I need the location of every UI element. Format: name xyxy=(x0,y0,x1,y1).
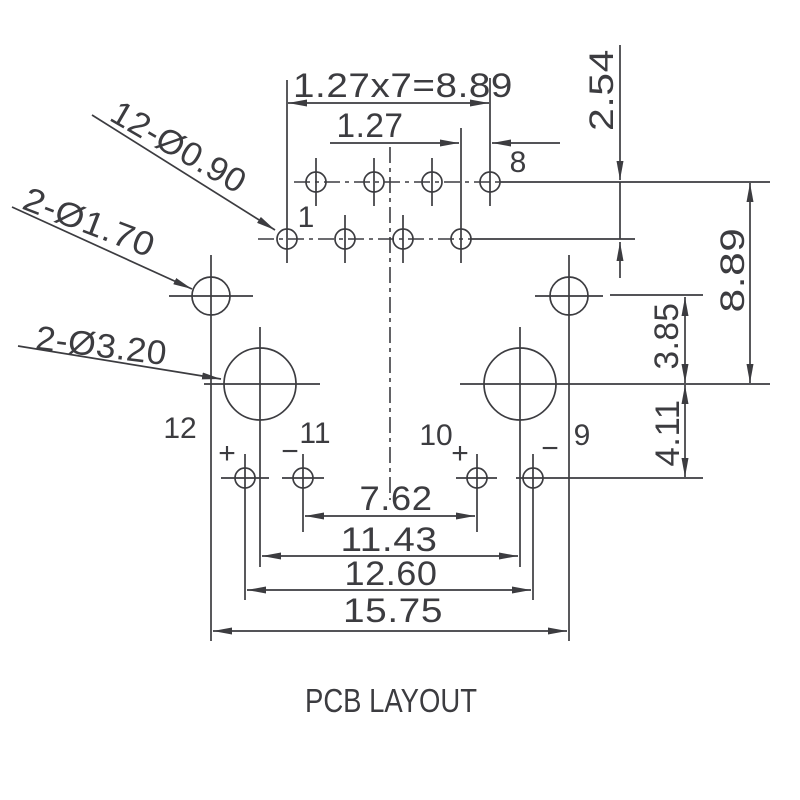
dim-led-inner-span: 7.62 xyxy=(360,480,433,518)
dim-pitch-total: 1.27x7=8.89 xyxy=(293,67,513,105)
dim-shield-span: 15.75 xyxy=(343,592,443,630)
dim-post-to-led: 4.11 xyxy=(649,400,687,467)
label-pin-1: 1 xyxy=(298,201,315,234)
polarity-plus-right: + xyxy=(451,437,469,470)
leader-text-shield-holes: 2-Ø1.70 xyxy=(18,180,160,265)
leader-shield-holes xyxy=(11,206,193,290)
dim-pitch: 1.27 xyxy=(337,107,404,145)
leader-pin-holes xyxy=(91,114,276,231)
centerlines xyxy=(169,78,770,641)
drawing-title: PCB LAYOUT xyxy=(305,682,477,719)
label-pin-10: 10 xyxy=(419,419,452,452)
label-pin-12: 12 xyxy=(163,412,196,445)
dim-led-outer-span: 12.60 xyxy=(345,555,438,593)
polarity-minus-left: − xyxy=(281,435,299,468)
leader-text-post-holes: 2-Ø3.20 xyxy=(34,319,170,373)
leader-lines xyxy=(11,114,276,380)
dimension-lines xyxy=(213,45,754,635)
label-pin-8: 8 xyxy=(510,146,527,179)
dim-post-span: 11.43 xyxy=(341,521,438,559)
polarity-plus-left: + xyxy=(218,437,236,470)
label-pin-9: 9 xyxy=(574,419,591,452)
leader-post-holes xyxy=(17,345,222,380)
label-pin-11: 11 xyxy=(299,417,330,450)
dim-row-spacing: 2.54 xyxy=(583,49,621,131)
leader-text-pin-holes: 12-Ø0.90 xyxy=(104,94,253,202)
extension-lines xyxy=(244,294,703,600)
dim-shield-to-post: 3.85 xyxy=(648,303,686,370)
polarity-minus-right: − xyxy=(541,432,559,465)
dim-depth-total: 8.89 xyxy=(714,228,752,313)
